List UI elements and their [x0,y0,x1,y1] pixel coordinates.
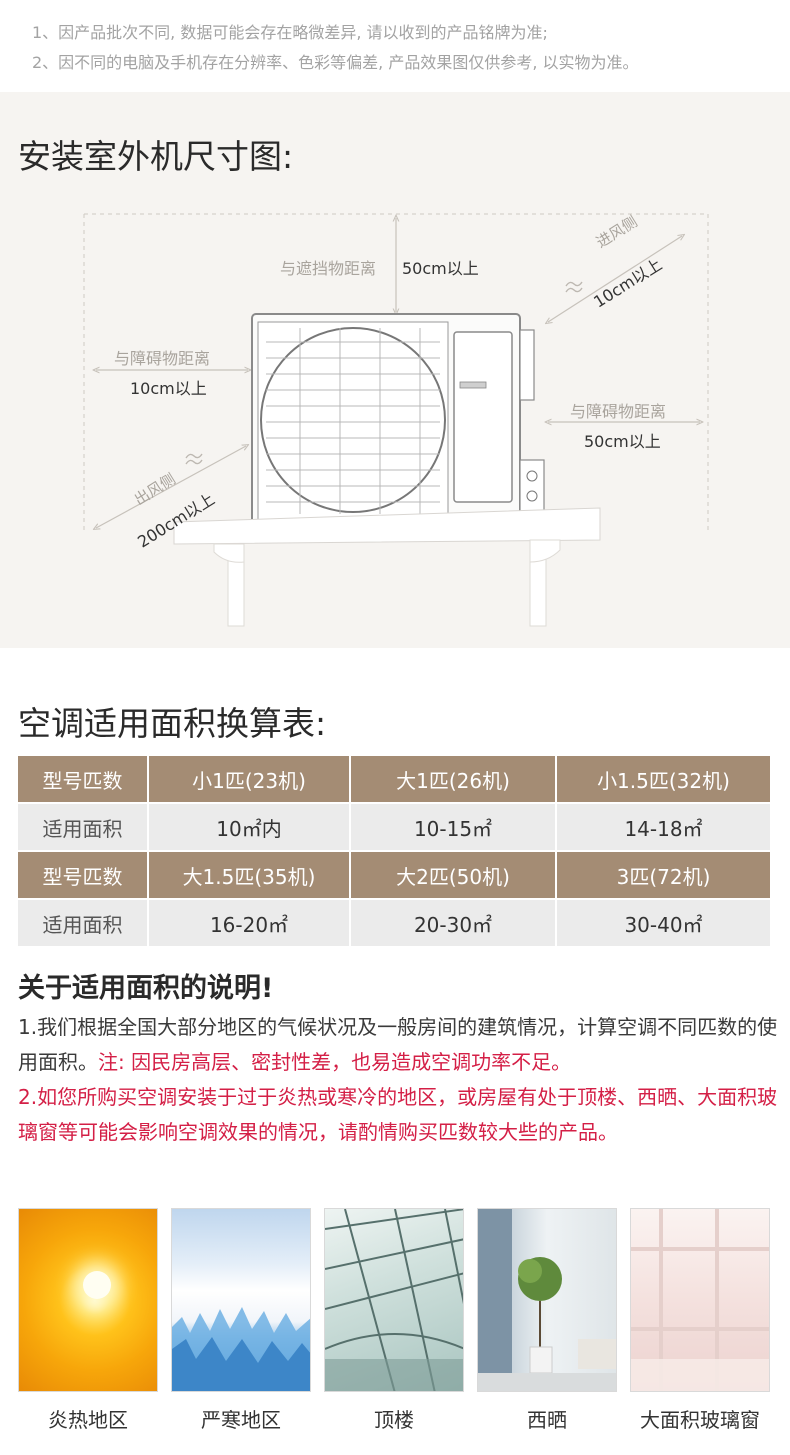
disclaimer-line-1: 1、因产品批次不同, 数据可能会存在略微差异, 请以收到的产品铭牌为准; [32,23,548,42]
notes-body: 1.我们根据全国大部分地区的气候状况及一般房间的建筑情况，计算空调不同匹数的使用… [18,1010,782,1150]
left-clearance-value: 10cm以上 [130,379,207,398]
install-diagram [83,213,709,627]
note-paragraph-2: 2.如您所购买空调安装于过于炎热或寒冷的地区，或房屋有处于顶楼、西晒、大面积玻璃… [18,1085,778,1144]
note-1-warning: 注: 因民房高层、密封性差，也易造成空调功率不足。 [98,1050,572,1074]
table-cell: 型号匹数 [18,852,147,898]
card-caption: 严寒地区 [201,1408,281,1432]
outdoor-unit [251,313,545,530]
card-caption: 西晒 [527,1408,567,1432]
table-row: 型号匹数 小1匹(23机) 大1匹(26机) 小1.5匹(32机) [18,756,770,802]
glass-roof-icon [324,1208,464,1392]
card-hot-region: 炎热地区 [18,1208,158,1448]
card-cold-region: 严寒地区 [171,1208,311,1448]
clearance-frame [83,213,709,532]
table-cell: 小1匹(23机) [149,756,349,802]
table-cell: 大2匹(50机) [351,852,555,898]
right-clearance-value: 50cm以上 [584,432,661,451]
disclaimer-line-2: 2、因不同的电脑及手机存在分辨率、色彩等偏差, 产品效果图仅供参考, 以实物为准… [32,53,639,72]
table-row: 适用面积 10㎡内 10-15㎡ 14-18㎡ [18,804,770,850]
table-cell: 10-15㎡ [351,804,555,850]
table-cell: 20-30㎡ [351,900,555,946]
note-1-text: 1.我们根据全国大部分地区的气候状况及一般房间的建筑情况，计算空调不同匹数的使用… [18,1015,778,1074]
note-paragraph-1: 1.我们根据全国大部分地区的气候状况及一般房间的建筑情况，计算空调不同匹数的使用… [18,1010,782,1080]
wall-bracket [173,507,601,627]
top-clearance-value: 50cm以上 [402,259,479,278]
notes-title: 关于适用面积的说明! [18,973,274,1004]
card-caption: 顶楼 [374,1408,414,1432]
table-cell: 适用面积 [18,900,147,946]
install-title: 安装室外机尺寸图: [18,137,294,176]
left-clearance-label: 与障碍物距离 [114,349,211,368]
climate-cards: 炎热地区 严寒地区 [18,1208,770,1448]
inlet-clearance-arrow [548,236,682,322]
disclaimer: 1、因产品批次不同, 数据可能会存在略微差异, 请以收到的产品铭牌为准; 2、因… [0,0,790,92]
table-cell: 大1.5匹(35机) [149,852,349,898]
card-caption: 炎热地区 [48,1408,128,1432]
card-caption: 大面积玻璃窗 [640,1408,760,1432]
large-window-icon [630,1208,770,1392]
area-table-title: 空调适用面积换算表: [18,704,327,743]
table-cell: 适用面积 [18,804,147,850]
card-large-window: 大面积玻璃窗 [630,1208,770,1448]
table-row: 型号匹数 大1.5匹(35机) 大2匹(50机) 3匹(72机) [18,852,770,898]
table-cell: 小1.5匹(32机) [557,756,770,802]
sun-icon [18,1208,158,1392]
area-table: 型号匹数 小1匹(23机) 大1匹(26机) 小1.5匹(32机) 适用面积 1… [18,756,770,948]
table-cell: 30-40㎡ [557,900,770,946]
table-cell: 3匹(72机) [557,852,770,898]
table-cell: 大1匹(26机) [351,756,555,802]
card-top-floor: 顶楼 [324,1208,464,1448]
inlet-wind-icon [565,281,583,293]
top-clearance-label: 与遮挡物距离 [280,259,377,278]
table-cell: 10㎡内 [149,804,349,850]
outlet-wind-icon [185,453,203,465]
table-cell: 14-18㎡ [557,804,770,850]
table-cell: 16-20㎡ [149,900,349,946]
right-clearance-label: 与障碍物距离 [570,402,667,421]
table-cell: 型号匹数 [18,756,147,802]
install-section: 安装室外机尺寸图: [0,92,790,648]
sunny-room-icon [477,1208,617,1392]
glacier-icon [171,1208,311,1392]
table-row: 适用面积 16-20㎡ 20-30㎡ 30-40㎡ [18,900,770,946]
card-west-sun: 西晒 [477,1208,617,1448]
outlet-clearance-arrow [96,446,246,528]
